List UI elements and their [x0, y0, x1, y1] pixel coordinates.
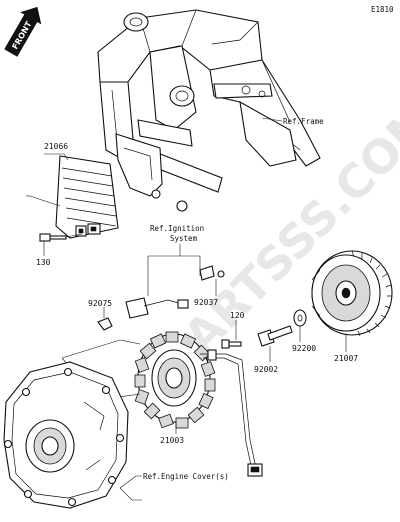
part-label-120: 120	[230, 311, 245, 320]
part-label-92075: 92075	[88, 299, 112, 308]
part-label-130: 130	[36, 258, 51, 267]
part-label-92200: 92200	[292, 344, 316, 353]
ref-ignition-line2: System	[170, 234, 198, 243]
part-label-21003: 21003	[160, 436, 184, 445]
bolt-130-illustration	[39, 233, 83, 242]
part-label-92002: 92002	[254, 365, 278, 374]
flywheel-illustration	[311, 250, 393, 337]
ref-frame-label: Ref.Frame	[283, 117, 324, 126]
part-label-92037: 92037	[194, 298, 218, 307]
regulator-illustration	[55, 155, 119, 239]
engine-cover-illustration	[3, 361, 129, 509]
pickup-coil-illustration	[125, 265, 225, 319]
front-arrow-icon: FRONT	[4, 6, 42, 57]
washer-92200-illustration	[293, 309, 307, 327]
part-label-21007: 21007	[334, 354, 358, 363]
stator-illustration	[134, 331, 263, 477]
ref-ignition-line1: Ref.Ignition	[150, 224, 204, 233]
bolt-120-illustration	[221, 339, 242, 349]
part-label-21066: 21066	[44, 142, 68, 151]
frame-illustration	[97, 9, 321, 212]
clamp-92075-illustration	[97, 317, 113, 331]
ref-engine-cover-label: Ref.Engine Cover(s)	[143, 472, 229, 481]
diagram-code: E1810	[371, 5, 394, 14]
bolt-92002-illustration	[257, 325, 293, 347]
